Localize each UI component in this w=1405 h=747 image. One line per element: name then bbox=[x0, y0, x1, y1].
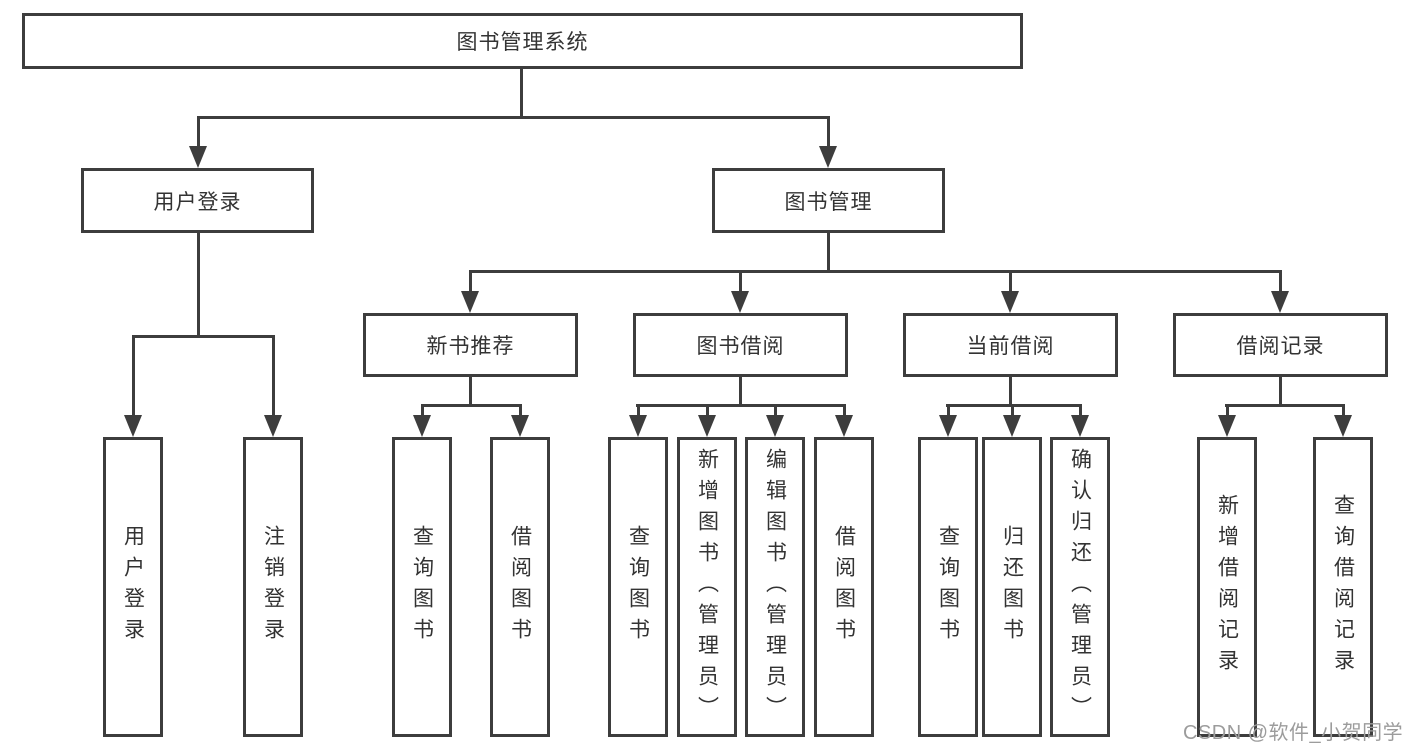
connector-line bbox=[1009, 377, 1012, 406]
leaf-query-books-recommend-label: 查询图书 bbox=[410, 525, 434, 649]
leaf-logout: 注销登录 bbox=[243, 437, 303, 737]
leaf-confirm-return-admin: 确认归还（管理员） bbox=[1050, 437, 1110, 737]
leaf-return-books: 归还图书 bbox=[982, 437, 1042, 737]
node-book-borrowing: 图书借阅 bbox=[633, 313, 848, 377]
leaf-query-books-borrowing: 查询图书 bbox=[608, 437, 668, 737]
connector-line bbox=[197, 116, 830, 119]
arrowhead-down-icon bbox=[1003, 415, 1021, 437]
connector-line bbox=[774, 404, 777, 417]
leaf-edit-books-admin: 编辑图书（管理员） bbox=[745, 437, 805, 737]
leaf-user-login-label: 用户登录 bbox=[121, 525, 145, 649]
connector-line bbox=[272, 335, 275, 417]
node-book-borrowing-label: 图书借阅 bbox=[696, 335, 785, 358]
node-user-login: 用户登录 bbox=[81, 168, 314, 233]
connector-line bbox=[827, 233, 830, 272]
leaf-query-books-borrowing-label: 查询图书 bbox=[626, 525, 650, 649]
arrowhead-down-icon bbox=[413, 415, 431, 437]
connector-line bbox=[421, 404, 424, 417]
node-current-borrowing: 当前借阅 bbox=[903, 313, 1118, 377]
connector-line bbox=[739, 270, 742, 293]
connector-line bbox=[706, 404, 709, 417]
arrowhead-down-icon bbox=[939, 415, 957, 437]
leaf-return-books-label: 归还图书 bbox=[1000, 525, 1024, 649]
watermark: CSDN @软件_小贺同学 bbox=[1183, 722, 1404, 744]
leaf-query-books-current-label: 查询图书 bbox=[936, 525, 960, 649]
node-current-borrowing-label: 当前借阅 bbox=[966, 335, 1055, 358]
arrowhead-down-icon bbox=[461, 291, 479, 313]
leaf-borrow-books-recommend: 借阅图书 bbox=[490, 437, 550, 737]
node-new-book-recommendation: 新书推荐 bbox=[363, 313, 578, 377]
leaf-confirm-return-admin-label: 确认归还（管理员） bbox=[1068, 447, 1092, 727]
arrowhead-down-icon bbox=[189, 146, 207, 168]
connector-line bbox=[1279, 270, 1282, 293]
connector-line bbox=[1079, 404, 1082, 417]
leaf-add-borrow-record: 新增借阅记录 bbox=[1197, 437, 1257, 737]
leaf-query-books-recommend: 查询图书 bbox=[392, 437, 452, 737]
leaf-query-borrow-record-label: 查询借阅记录 bbox=[1331, 494, 1355, 680]
leaf-user-login: 用户登录 bbox=[103, 437, 163, 737]
connector-line bbox=[947, 404, 950, 417]
arrowhead-down-icon bbox=[1334, 415, 1352, 437]
arrowhead-down-icon bbox=[124, 415, 142, 437]
leaf-edit-books-admin-label: 编辑图书（管理员） bbox=[763, 447, 787, 727]
arrowhead-down-icon bbox=[766, 415, 784, 437]
arrowhead-down-icon bbox=[1071, 415, 1089, 437]
leaf-query-borrow-record: 查询借阅记录 bbox=[1313, 437, 1373, 737]
arrowhead-down-icon bbox=[629, 415, 647, 437]
leaf-borrow-books-borrowing: 借阅图书 bbox=[814, 437, 874, 737]
arrowhead-down-icon bbox=[835, 415, 853, 437]
node-new-book-recommendation-label: 新书推荐 bbox=[426, 335, 515, 358]
leaf-borrow-books-recommend-label: 借阅图书 bbox=[508, 525, 532, 649]
connector-line bbox=[739, 377, 742, 406]
node-library-management-system: 图书管理系统 bbox=[22, 13, 1023, 69]
connector-line bbox=[1342, 404, 1345, 417]
arrowhead-down-icon bbox=[511, 415, 529, 437]
arrowhead-down-icon bbox=[1218, 415, 1236, 437]
leaf-logout-label: 注销登录 bbox=[261, 525, 285, 649]
connector-line bbox=[197, 116, 200, 148]
arrowhead-down-icon bbox=[731, 291, 749, 313]
leaf-borrow-books-borrowing-label: 借阅图书 bbox=[832, 525, 856, 649]
connector-line bbox=[132, 335, 135, 417]
connector-line bbox=[1011, 404, 1014, 417]
node-book-management: 图书管理 bbox=[712, 168, 945, 233]
arrowhead-down-icon bbox=[1001, 291, 1019, 313]
leaf-query-books-current: 查询图书 bbox=[918, 437, 978, 737]
connector-line bbox=[636, 404, 846, 407]
connector-line bbox=[637, 404, 640, 417]
connector-line bbox=[469, 270, 472, 293]
leaf-add-books-admin-label: 新增图书（管理员） bbox=[695, 447, 719, 727]
arrowhead-down-icon bbox=[698, 415, 716, 437]
arrowhead-down-icon bbox=[819, 146, 837, 168]
connector-line bbox=[1225, 404, 1345, 407]
connector-line bbox=[946, 404, 1082, 407]
arrowhead-down-icon bbox=[264, 415, 282, 437]
node-user-login-label: 用户登录 bbox=[153, 190, 242, 214]
connector-line bbox=[1009, 270, 1012, 293]
connector-line bbox=[827, 116, 830, 148]
connector-line bbox=[197, 233, 200, 337]
connector-line bbox=[519, 404, 522, 417]
leaf-add-borrow-record-label: 新增借阅记录 bbox=[1215, 494, 1239, 680]
connector-line bbox=[421, 404, 522, 407]
connector-line bbox=[469, 377, 472, 406]
node-library-management-system-label: 图书管理系统 bbox=[456, 31, 589, 54]
connector-line bbox=[1226, 404, 1229, 417]
leaf-add-books-admin: 新增图书（管理员） bbox=[677, 437, 737, 737]
connector-line bbox=[843, 404, 846, 417]
node-borrowing-records: 借阅记录 bbox=[1173, 313, 1388, 377]
arrowhead-down-icon bbox=[1271, 291, 1289, 313]
connector-line bbox=[132, 335, 275, 338]
connector-line bbox=[520, 68, 523, 118]
node-borrowing-records-label: 借阅记录 bbox=[1236, 335, 1325, 358]
connector-line bbox=[469, 270, 1282, 273]
node-book-management-label: 图书管理 bbox=[784, 190, 873, 214]
connector-line bbox=[1279, 377, 1282, 406]
